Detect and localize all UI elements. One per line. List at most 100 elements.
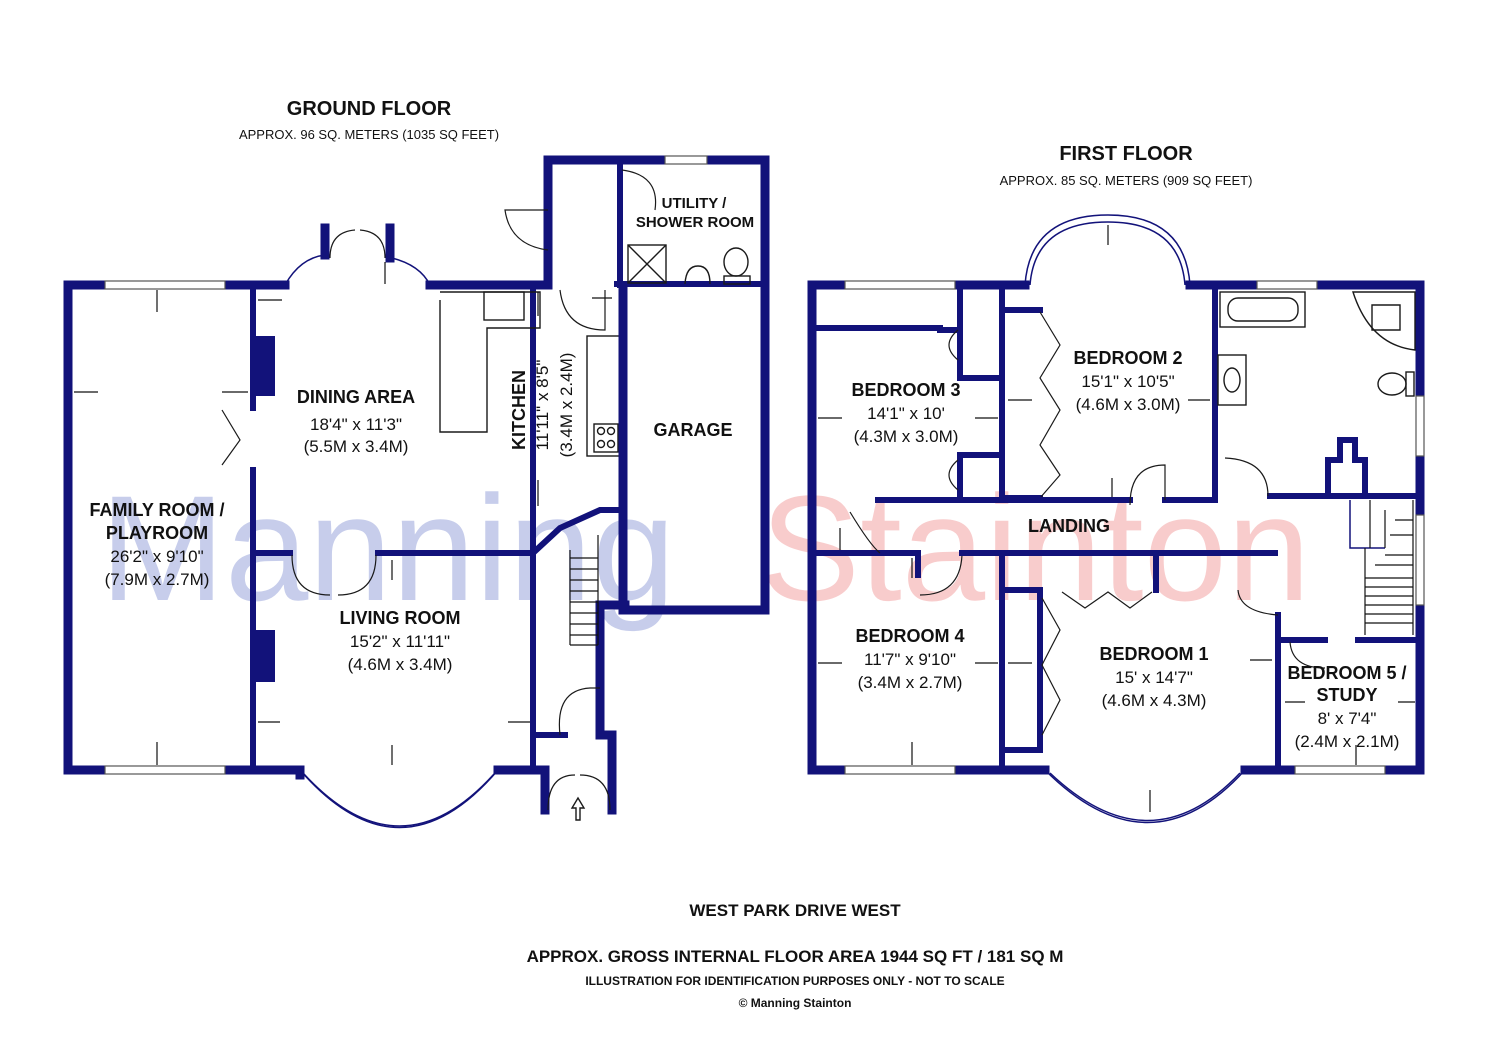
dining-dim-metric: (5.5M x 3.4M) — [304, 437, 409, 456]
bed4-window — [844, 765, 956, 775]
bedroom-2-dim-metric: (4.6M x 3.0M) — [1076, 395, 1181, 414]
bed3-window — [844, 280, 956, 290]
gross-area: APPROX. GROSS INTERNAL FLOOR AREA 1944 S… — [527, 947, 1064, 966]
bedroom-5-dim-metric: (2.4M x 2.1M) — [1295, 732, 1400, 751]
bed3-wardrobe-doors — [948, 329, 959, 491]
stair-wall — [528, 507, 623, 558]
bedroom-1-name: BEDROOM 1 — [1099, 644, 1208, 664]
garage-wall — [618, 285, 770, 615]
kitchen-dim-metric-label: (3.4M x 2.4M) — [557, 353, 576, 458]
bed1-bay-window — [1044, 769, 1246, 824]
entrance-arrow-icon — [570, 796, 586, 821]
utility-window — [664, 155, 708, 165]
bed1-wardrobe-left — [1002, 587, 1043, 753]
first-floor-title: FIRST FLOOR — [1059, 143, 1193, 165]
bed2-door — [1129, 464, 1166, 506]
porch-right — [595, 600, 630, 815]
bed5-window — [1294, 765, 1386, 775]
watermark-manning: Manning — [100, 464, 675, 632]
dining-bay-left — [284, 254, 326, 286]
bedroom-4-dim-metric: (3.4M x 2.7M) — [858, 673, 963, 692]
dining-name: DINING AREA — [297, 387, 415, 407]
hob-icon — [593, 423, 619, 453]
chimney-breast-lower — [255, 630, 275, 682]
family-window-bottom — [104, 765, 226, 775]
stair-window — [1415, 514, 1425, 606]
bedroom-3-name: BEDROOM 3 — [851, 380, 960, 400]
family-folding-door — [221, 409, 241, 466]
bed2-bay-window-inner — [1029, 221, 1186, 286]
ground-stairs — [569, 535, 599, 646]
landing-name: LANDING — [1028, 516, 1110, 536]
kitchen-dim-imperial-label: 11'11" x 8'5" — [533, 360, 552, 451]
copyright: © Manning Stainton — [739, 996, 852, 1010]
living-room-dim-metric: (4.6M x 3.4M) — [348, 655, 453, 674]
first-floor-plan — [807, 214, 1425, 824]
ground-dimension-arrows — [74, 262, 612, 765]
bedroom-1-dim-metric: (4.6M x 4.3M) — [1102, 691, 1207, 710]
bath-window — [1256, 280, 1318, 290]
stair-rail — [1349, 500, 1385, 549]
inner-porch-door — [558, 687, 600, 736]
front-door — [547, 774, 611, 811]
dining-bay-right — [391, 257, 431, 286]
kitchen-name: KITCHEN — [509, 370, 529, 450]
living-double-door — [291, 554, 377, 596]
bedroom-3-dim-metric: (4.3M x 3.0M) — [854, 427, 959, 446]
wc-icon — [1377, 371, 1415, 397]
disclaimer: ILLUSTRATION FOR IDENTIFICATION PURPOSES… — [585, 974, 1004, 988]
basin-icon — [684, 265, 711, 285]
kitchen-dim-metric: (3.4M x 2.4M) — [557, 353, 576, 458]
kitchen-sink — [483, 291, 525, 321]
ground-floor-area: APPROX. 96 SQ. METERS (1035 SQ FEET) — [239, 127, 499, 142]
utility-kitchen-door — [559, 289, 606, 331]
dining-kitchen-top — [425, 245, 553, 290]
kitchen-label: KITCHEN — [509, 370, 529, 450]
ground-floor-plan — [63, 155, 770, 829]
shower-tray-icon — [627, 244, 667, 284]
bedroom-5-name-2: STUDY — [1316, 685, 1377, 705]
toilet-icon — [723, 247, 751, 285]
utility-outer-wall — [543, 155, 770, 615]
bath-basin-icon — [1217, 354, 1247, 406]
bed1-wardrobe-doors-top — [1061, 591, 1153, 609]
bed2-bay-window — [1024, 214, 1191, 286]
bed3-wardrobe-walls — [937, 282, 1005, 503]
family-room-name-2: PLAYROOM — [106, 523, 208, 543]
garage-name: GARAGE — [653, 420, 732, 440]
first-dimension-arrows — [818, 225, 1415, 812]
porch-left — [528, 765, 550, 815]
bed2-wardrobe-doors — [1039, 311, 1061, 499]
living-bay-window-inner — [303, 773, 495, 827]
bath-side-window — [1415, 395, 1425, 457]
utility-door-swing — [621, 169, 657, 211]
address: WEST PARK DRIVE WEST — [689, 901, 901, 920]
chimney-breast-upper — [255, 336, 275, 396]
family-room-dim-metric: (7.9M x 2.7M) — [105, 570, 210, 589]
utility-name: UTILITY / — [662, 195, 728, 212]
first-floor-area: APPROX. 85 SQ. METERS (909 SQ FEET) — [1000, 173, 1253, 188]
bedroom-4-name: BEDROOM 4 — [855, 626, 964, 646]
bed4-door — [919, 554, 963, 596]
utility-name-2: SHOWER ROOM — [636, 214, 754, 231]
first-stairs — [1364, 500, 1414, 635]
watermark: Manning Stainton — [100, 464, 1310, 632]
bed3-door — [849, 511, 881, 554]
kitchen-dim-imperial: 11'11" x 8'5" — [533, 360, 552, 451]
living-room-name: LIVING ROOM — [340, 608, 461, 628]
ground-floor-title: GROUND FLOOR — [287, 98, 452, 120]
family-room-name: FAMILY ROOM / — [89, 500, 224, 520]
living-room-dim-imperial: 15'2" x 11'11" — [350, 632, 450, 651]
bed1-door — [1237, 589, 1279, 616]
dining-dim-imperial: 18'4" x 11'3" — [310, 415, 402, 434]
watermark-stainton: Stainton — [760, 464, 1310, 632]
bedroom-4-dim-imperial: 11'7" x 9'10" — [864, 650, 956, 669]
back-door-swing — [504, 209, 549, 251]
bath-icon — [1219, 291, 1306, 328]
bed5-door — [1289, 641, 1326, 669]
bed1-wardrobe-doors-side — [1041, 597, 1061, 736]
dining-french-doors — [329, 229, 386, 259]
bedroom-2-name: BEDROOM 2 — [1073, 348, 1182, 368]
kitchen-counter — [586, 335, 621, 457]
